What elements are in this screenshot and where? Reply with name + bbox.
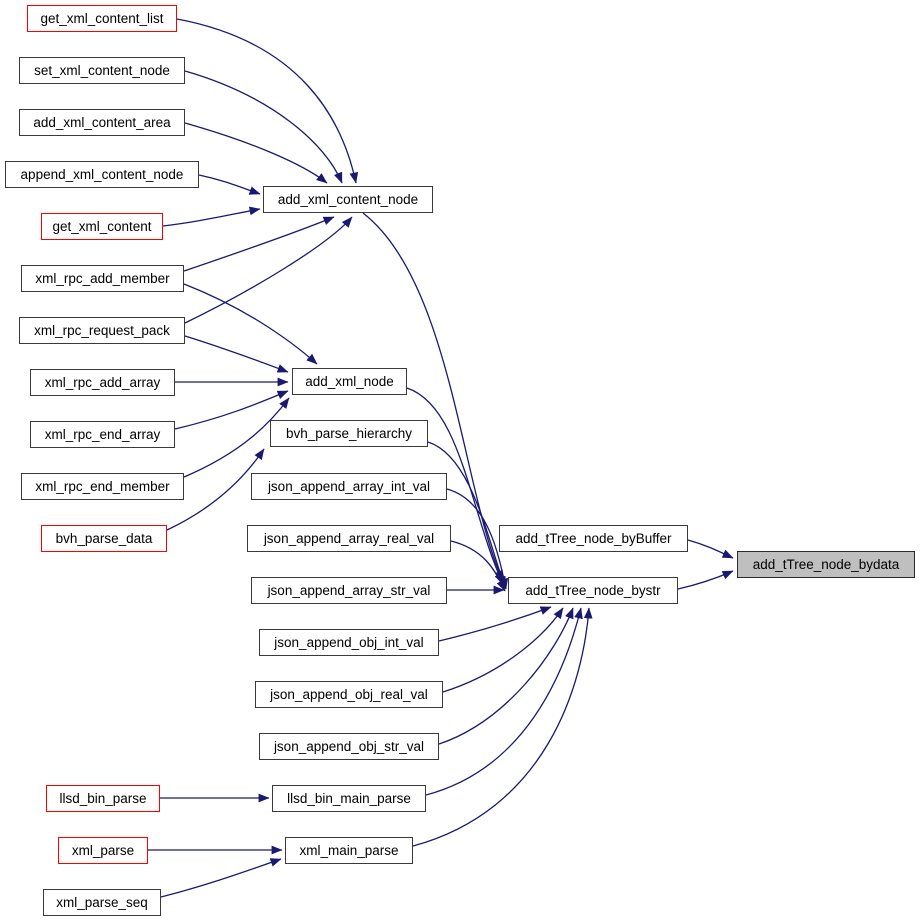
edge-get_xml_content_list-to-add_xml_content_node [176,18,359,184]
node-xml_main_parse[interactable]: xml_main_parse [285,837,413,864]
node-get_xml_content[interactable]: get_xml_content [41,213,163,240]
edge-append_xml_content_node-to-add_xml_content_node [198,174,261,195]
node-set_xml_content_node[interactable]: set_xml_content_node [19,57,185,84]
edge-xml_rpc_end_array-to-add_xml_node [174,390,289,430]
edge-json_append_obj_real_val-to-add_tTree_node_bystr [442,607,564,693]
node-json_append_array_real_val[interactable]: json_append_array_real_val [247,525,451,552]
edge-json_append_obj_str_val-to-add_tTree_node_bystr [438,607,574,745]
node-xml_rpc_end_array[interactable]: xml_rpc_end_array [30,421,175,448]
node-json_append_obj_real_val[interactable]: json_append_obj_real_val [255,681,443,708]
node-json_append_obj_int_val[interactable]: json_append_obj_int_val [259,629,439,656]
node-xml_rpc_end_member[interactable]: xml_rpc_end_member [21,473,184,500]
node-json_append_obj_str_val[interactable]: json_append_obj_str_val [259,733,439,760]
node-xml_parse[interactable]: xml_parse [58,837,148,864]
node-add_tTree_node_bystr[interactable]: add_tTree_node_bystr [508,577,678,604]
node-llsd_bin_main_parse[interactable]: llsd_bin_main_parse [272,785,426,812]
edge-xml_rpc_end_member-to-add_xml_node [183,397,290,478]
edge-add_tTree_node_bystr-to-add_tTree_node_bydata [677,570,734,590]
node-get_xml_content_list[interactable]: get_xml_content_list [27,5,177,32]
edge-set_xml_content_node-to-add_xml_content_node [184,70,343,184]
edge-xml_rpc_request_pack-to-add_xml_node [184,335,289,373]
edge-json_append_array_real_val-to-add_tTree_node_bystr [450,540,506,592]
node-add_tTree_node_bydata: add_tTree_node_bydata [737,551,915,578]
node-bvh_parse_data[interactable]: bvh_parse_data [41,525,167,552]
edge-xml_main_parse-to-add_tTree_node_bystr [412,607,593,847]
edge-xml_rpc_add_member-to-add_xml_content_node [183,216,335,272]
edge-bvh_parse_hierarchy-to-add_tTree_node_bystr [427,441,506,588]
edge-add_tTree_node_byBuffer-to-add_tTree_node_bydata [687,539,734,559]
edge-xml_rpc_add_member-to-add_xml_node [183,283,318,365]
node-xml_rpc_add_member[interactable]: xml_rpc_add_member [21,265,184,292]
edge-xml_parse_seq-to-xml_main_parse [160,858,282,898]
node-xml_rpc_request_pack[interactable]: xml_rpc_request_pack [19,317,185,344]
edge-json_append_array_int_val-to-add_tTree_node_bystr [446,488,509,590]
edge-add_xml_node-to-add_tTree_node_bystr [406,387,504,585]
edge-bvh_parse_data-to-bvh_parse_hierarchy [166,448,265,531]
edge-get_xml_content-to-add_xml_content_node [162,206,261,227]
node-bvh_parse_hierarchy[interactable]: bvh_parse_hierarchy [270,420,428,447]
edge-xml_rpc_request_pack-to-add_xml_content_node [184,216,353,324]
node-xml_rpc_add_array[interactable]: xml_rpc_add_array [30,369,175,396]
edge-add_xml_content_area-to-add_xml_content_node [184,122,328,184]
edge-llsd_bin_main_parse-to-add_tTree_node_bystr [425,607,583,796]
node-json_append_array_int_val[interactable]: json_append_array_int_val [251,473,447,500]
node-llsd_bin_parse[interactable]: llsd_bin_parse [46,785,160,812]
node-json_append_array_str_val[interactable]: json_append_array_str_val [251,577,447,604]
node-add_xml_node[interactable]: add_xml_node [292,368,407,395]
node-xml_parse_seq[interactable]: xml_parse_seq [43,889,161,916]
edge-add_xml_content_node-to-add_tTree_node_bystr [362,212,504,582]
edge-json_append_obj_int_val-to-add_tTree_node_bystr [438,606,552,642]
node-add_tTree_node_byBuffer[interactable]: add_tTree_node_byBuffer [499,525,688,552]
node-add_xml_content_node[interactable]: add_xml_content_node [263,186,433,213]
node-add_xml_content_area[interactable]: add_xml_content_area [19,109,185,136]
node-append_xml_content_node[interactable]: append_xml_content_node [5,161,199,188]
